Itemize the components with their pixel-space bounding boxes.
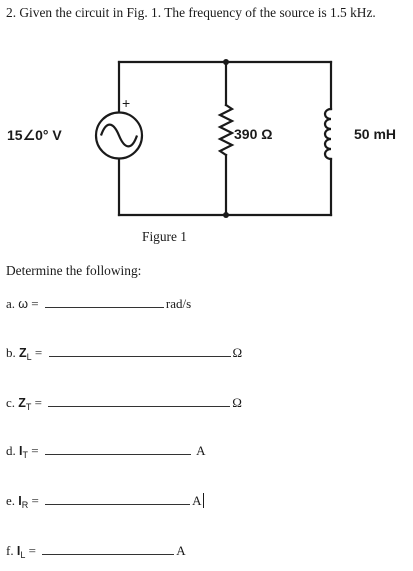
part-d-unit: A: [196, 443, 206, 458]
resistor-label: 390 Ω: [234, 126, 272, 142]
part-b: b. ZL = Ω: [6, 345, 242, 362]
source-polarity: +: [122, 95, 130, 111]
part-b-unit: Ω: [232, 345, 243, 360]
part-d-symbol: IT: [19, 444, 28, 460]
answer-blank-zl[interactable]: [48, 345, 231, 357]
part-d-equals: =: [31, 443, 39, 458]
part-b-prefix: b.: [6, 345, 16, 360]
circuit-diagram: + 15∠0° V 390 Ω 50 mH: [7, 59, 396, 218]
part-e-prefix: e.: [6, 493, 16, 508]
part-a-equals: =: [31, 296, 39, 311]
part-f-symbol: IL: [16, 544, 26, 560]
part-c-unit: Ω: [232, 395, 242, 410]
sine-wave-icon: [99, 123, 139, 148]
part-e: e. IR = A: [6, 493, 204, 510]
figure-caption: Figure 1: [142, 229, 188, 244]
part-f-unit: A: [176, 543, 186, 558]
part-e-symbol: IR: [18, 494, 29, 510]
part-f-prefix: f.: [6, 543, 14, 558]
text-cursor: [202, 493, 204, 508]
part-b-equals: =: [34, 345, 43, 360]
part-c-prefix: c.: [6, 395, 16, 410]
part-f: f. IL = A: [6, 543, 186, 560]
part-a-unit: rad/s: [165, 296, 192, 311]
part-f-equals: =: [28, 543, 36, 558]
resistor-zigzag: [217, 103, 235, 157]
part-c-equals: =: [34, 395, 43, 410]
inductor-coil: [323, 107, 333, 161]
answer-blank-il[interactable]: [42, 543, 175, 555]
part-a: a. ω = rad/s: [6, 296, 191, 312]
part-b-symbol: ZL: [19, 346, 32, 362]
junction-dot-bottom: [223, 212, 229, 218]
answer-blank-zt[interactable]: [48, 395, 231, 407]
part-d-prefix: d.: [6, 443, 16, 458]
problem-statement: 2. Given the circuit in Fig. 1. The freq…: [6, 5, 376, 20]
part-e-equals: =: [31, 493, 39, 508]
answer-blank-it[interactable]: [44, 443, 191, 455]
part-c: c. ZT = Ω: [6, 395, 242, 412]
junction-dot-top: [223, 59, 229, 65]
part-c-symbol: ZT: [18, 396, 32, 412]
answer-blank-ir[interactable]: [45, 493, 191, 505]
source-label: 15∠0° V: [7, 127, 62, 143]
inductor-label: 50 mH: [354, 126, 396, 142]
part-e-unit: A: [192, 493, 202, 508]
part-d: d. IT = A: [6, 443, 205, 460]
instructions-text: Determine the following:: [6, 263, 142, 278]
answer-blank-omega[interactable]: [44, 296, 164, 308]
part-a-symbol: ω: [18, 297, 29, 311]
part-a-prefix: a.: [6, 296, 16, 311]
